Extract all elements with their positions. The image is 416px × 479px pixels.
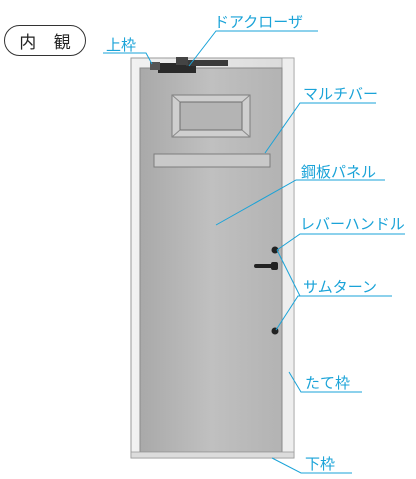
upper-frame-block <box>150 62 160 70</box>
lever-handle <box>254 264 276 268</box>
leader-vertical-frame <box>288 371 362 393</box>
label-lever-handle: レバーハンドル <box>300 215 405 233</box>
label-upper-frame: 上枠 <box>106 36 137 54</box>
label-door-closer: ドアクローザ <box>214 13 303 31</box>
label-multi-bar: マルチバー <box>303 85 379 103</box>
lower-frame <box>130 451 295 459</box>
leader-upper-frame <box>103 52 153 65</box>
cylinder <box>271 246 279 254</box>
leader-lever-handle <box>276 233 405 251</box>
leader-lever-handle-2 <box>276 249 301 297</box>
door-closer-arm <box>186 60 228 66</box>
view-title: 内 観 <box>4 25 86 56</box>
window-panel-inner <box>179 101 243 131</box>
multi-bar <box>153 153 271 168</box>
label-lower-frame: 下枠 <box>305 455 336 473</box>
leader-lower-frame <box>271 457 352 474</box>
label-steel-panel: 鋼板パネル <box>301 163 377 181</box>
leader-multi-bar <box>264 102 376 154</box>
leader-steel-panel <box>215 179 385 226</box>
leader-thumb-turn <box>275 295 392 331</box>
label-thumb-turn: サムターン <box>303 278 377 296</box>
leader-door-closer <box>188 30 318 67</box>
door-closer-body <box>158 63 196 73</box>
label-vertical-frame: たて枠 <box>305 374 351 392</box>
vertical-frame-right <box>281 57 295 459</box>
